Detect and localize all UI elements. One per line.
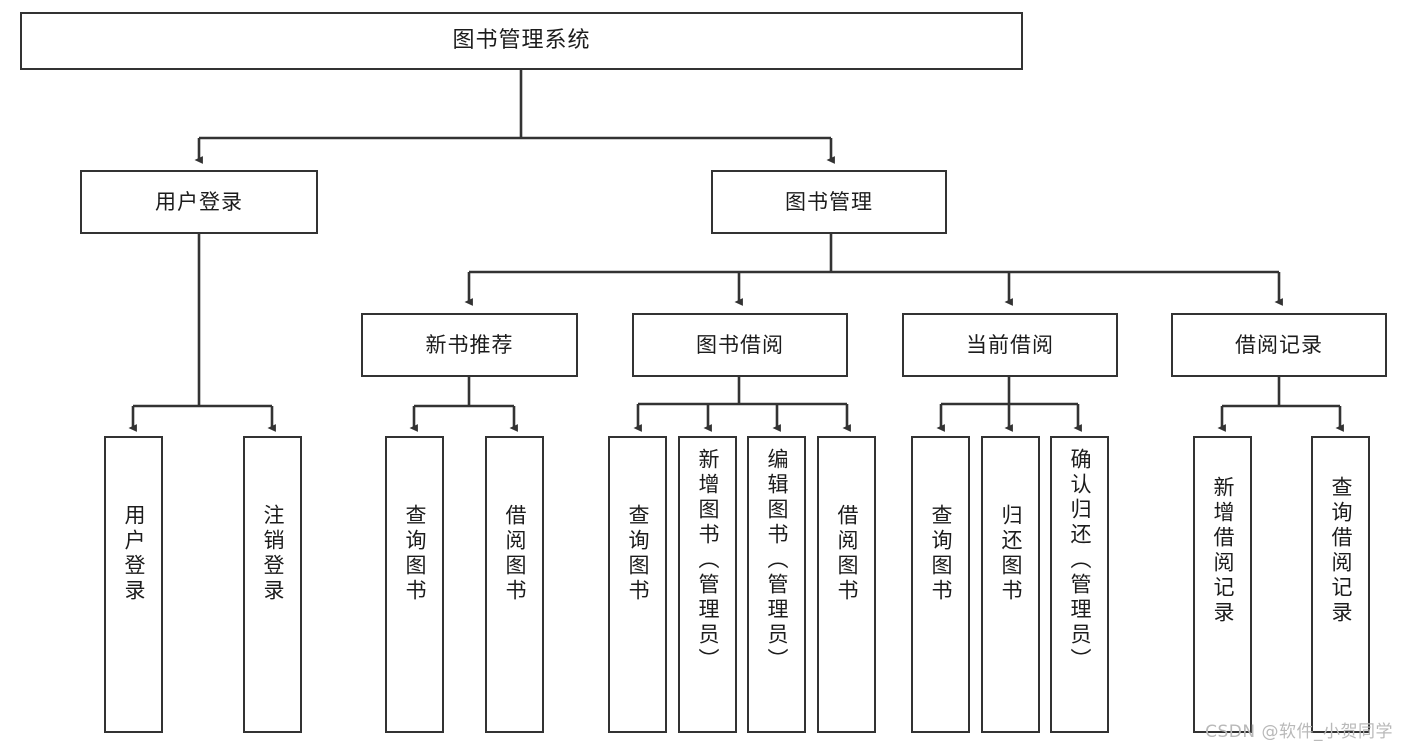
- leaf-user-login-logout[interactable]: 注销登录: [243, 436, 302, 733]
- node-new-book-recommend[interactable]: 新书推荐: [361, 313, 578, 377]
- node-current-borrow[interactable]: 当前借阅: [902, 313, 1118, 377]
- node-label: 查询图书: [626, 504, 650, 604]
- node-label: 新书推荐: [425, 332, 514, 357]
- node-book-management[interactable]: 图书管理: [711, 170, 947, 234]
- node-label: 确认归还（管理员）: [1068, 448, 1092, 673]
- leaf-current-query-book[interactable]: 查询图书: [911, 436, 970, 733]
- node-label: 新增图书（管理员）: [696, 448, 720, 673]
- node-label: 编辑图书（管理员）: [765, 448, 789, 673]
- leaf-new-book-borrow[interactable]: 借阅图书: [485, 436, 544, 733]
- node-label: 查询图书: [929, 504, 953, 604]
- node-label: 借阅图书: [835, 504, 859, 604]
- node-label: 当前借阅: [966, 332, 1054, 357]
- leaf-borrow-query-book[interactable]: 查询图书: [608, 436, 667, 733]
- node-label: 借阅记录: [1235, 332, 1323, 357]
- node-book-borrow[interactable]: 图书借阅: [632, 313, 848, 377]
- node-label: 图书借阅: [696, 332, 784, 357]
- node-label: 归还图书: [999, 504, 1023, 604]
- leaf-borrow-add-book-admin[interactable]: 新增图书（管理员）: [678, 436, 737, 733]
- watermark-text: CSDN @软件_小贺同学: [1205, 722, 1393, 742]
- node-label: 图书管理系统: [452, 28, 591, 54]
- node-label: 用户登录: [155, 189, 243, 214]
- node-label: 新增借阅记录: [1211, 476, 1235, 626]
- node-label: 注销登录: [261, 504, 285, 604]
- node-borrow-record[interactable]: 借阅记录: [1171, 313, 1387, 377]
- leaf-borrow-edit-book-admin[interactable]: 编辑图书（管理员）: [747, 436, 806, 733]
- leaf-new-book-query[interactable]: 查询图书: [385, 436, 444, 733]
- node-label: 用户登录: [122, 504, 146, 604]
- node-root-system[interactable]: 图书管理系统: [20, 12, 1023, 70]
- node-label: 查询借阅记录: [1329, 476, 1353, 626]
- node-label: 图书管理: [785, 189, 873, 214]
- node-label: 查询图书: [403, 504, 427, 604]
- node-label: 借阅图书: [503, 504, 527, 604]
- leaf-current-confirm-return-admin[interactable]: 确认归还（管理员）: [1050, 436, 1109, 733]
- node-user-login[interactable]: 用户登录: [80, 170, 318, 234]
- leaf-current-return-book[interactable]: 归还图书: [981, 436, 1040, 733]
- leaf-borrow-borrow-book[interactable]: 借阅图书: [817, 436, 876, 733]
- leaf-record-query-record[interactable]: 查询借阅记录: [1311, 436, 1370, 733]
- leaf-record-add-record[interactable]: 新增借阅记录: [1193, 436, 1252, 733]
- leaf-user-login-login[interactable]: 用户登录: [104, 436, 163, 733]
